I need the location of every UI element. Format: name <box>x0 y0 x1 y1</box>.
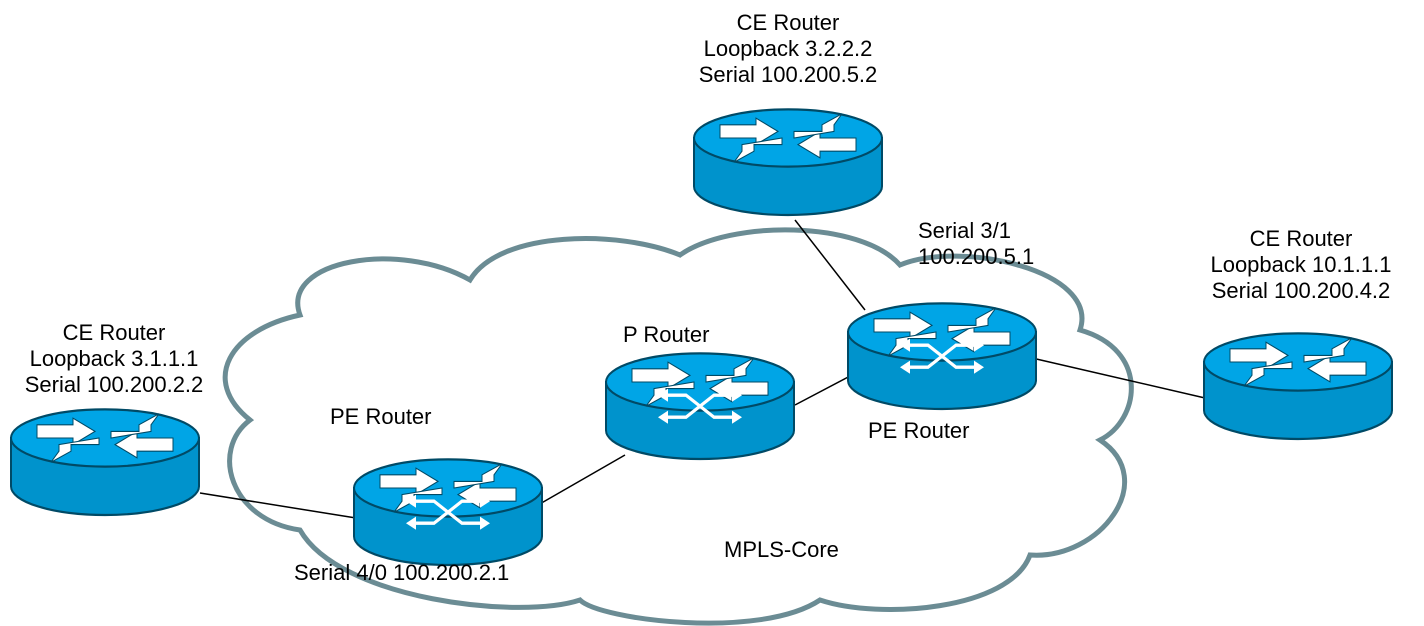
ce-left-label: CE Router Loopback 3.1.1.1 Serial 100.20… <box>4 320 224 398</box>
links <box>199 219 1206 519</box>
router-name: CE Router <box>736 10 840 35</box>
link-ce-left-pe-left <box>199 492 357 519</box>
pe-right-name: PE Router <box>868 418 970 443</box>
router-loopback: Loopback 3.2.2.2 <box>703 36 873 61</box>
ce-top-label: CE Router Loopback 3.2.2.2 Serial 100.20… <box>688 10 888 88</box>
pe-left-name: PE Router <box>330 404 432 429</box>
label-switch-router-icon <box>604 352 796 461</box>
router-name: CE Router <box>1249 226 1353 251</box>
router-serial: Serial 100.200.2.2 <box>24 372 204 397</box>
link-p-pe-right <box>794 374 853 406</box>
router-icon <box>9 408 201 517</box>
link-ce-top-pe-right <box>794 219 866 311</box>
label-switch-router-icon <box>352 458 544 567</box>
router-icon <box>692 108 884 217</box>
pe-right-interface: Serial 3/1 100.200.5.1 <box>918 218 1034 270</box>
pe-left-interface: Serial 4/0 100.200.2.1 <box>294 560 510 585</box>
cloud-label: MPLS-Core <box>724 537 839 562</box>
p-router-name: P Router <box>623 322 710 347</box>
interface-name: Serial 3/1 <box>918 218 1011 243</box>
ce-right-label: CE Router Loopback 10.1.1.1 Serial 100.2… <box>1196 226 1406 304</box>
router-serial: Serial 100.200.4.2 <box>1211 278 1391 303</box>
label-switch-router-icon <box>846 302 1038 411</box>
router-loopback: Loopback 3.1.1.1 <box>29 346 199 371</box>
link-pe-right-ce-right <box>1031 357 1206 399</box>
router-name: CE Router <box>62 320 166 345</box>
router-serial: Serial 100.200.5.2 <box>698 62 878 87</box>
interface-address: 100.200.5.1 <box>918 244 1035 269</box>
router-icon <box>1202 332 1394 441</box>
link-pe-left-p <box>537 454 626 506</box>
router-loopback: Loopback 10.1.1.1 <box>1210 252 1392 277</box>
